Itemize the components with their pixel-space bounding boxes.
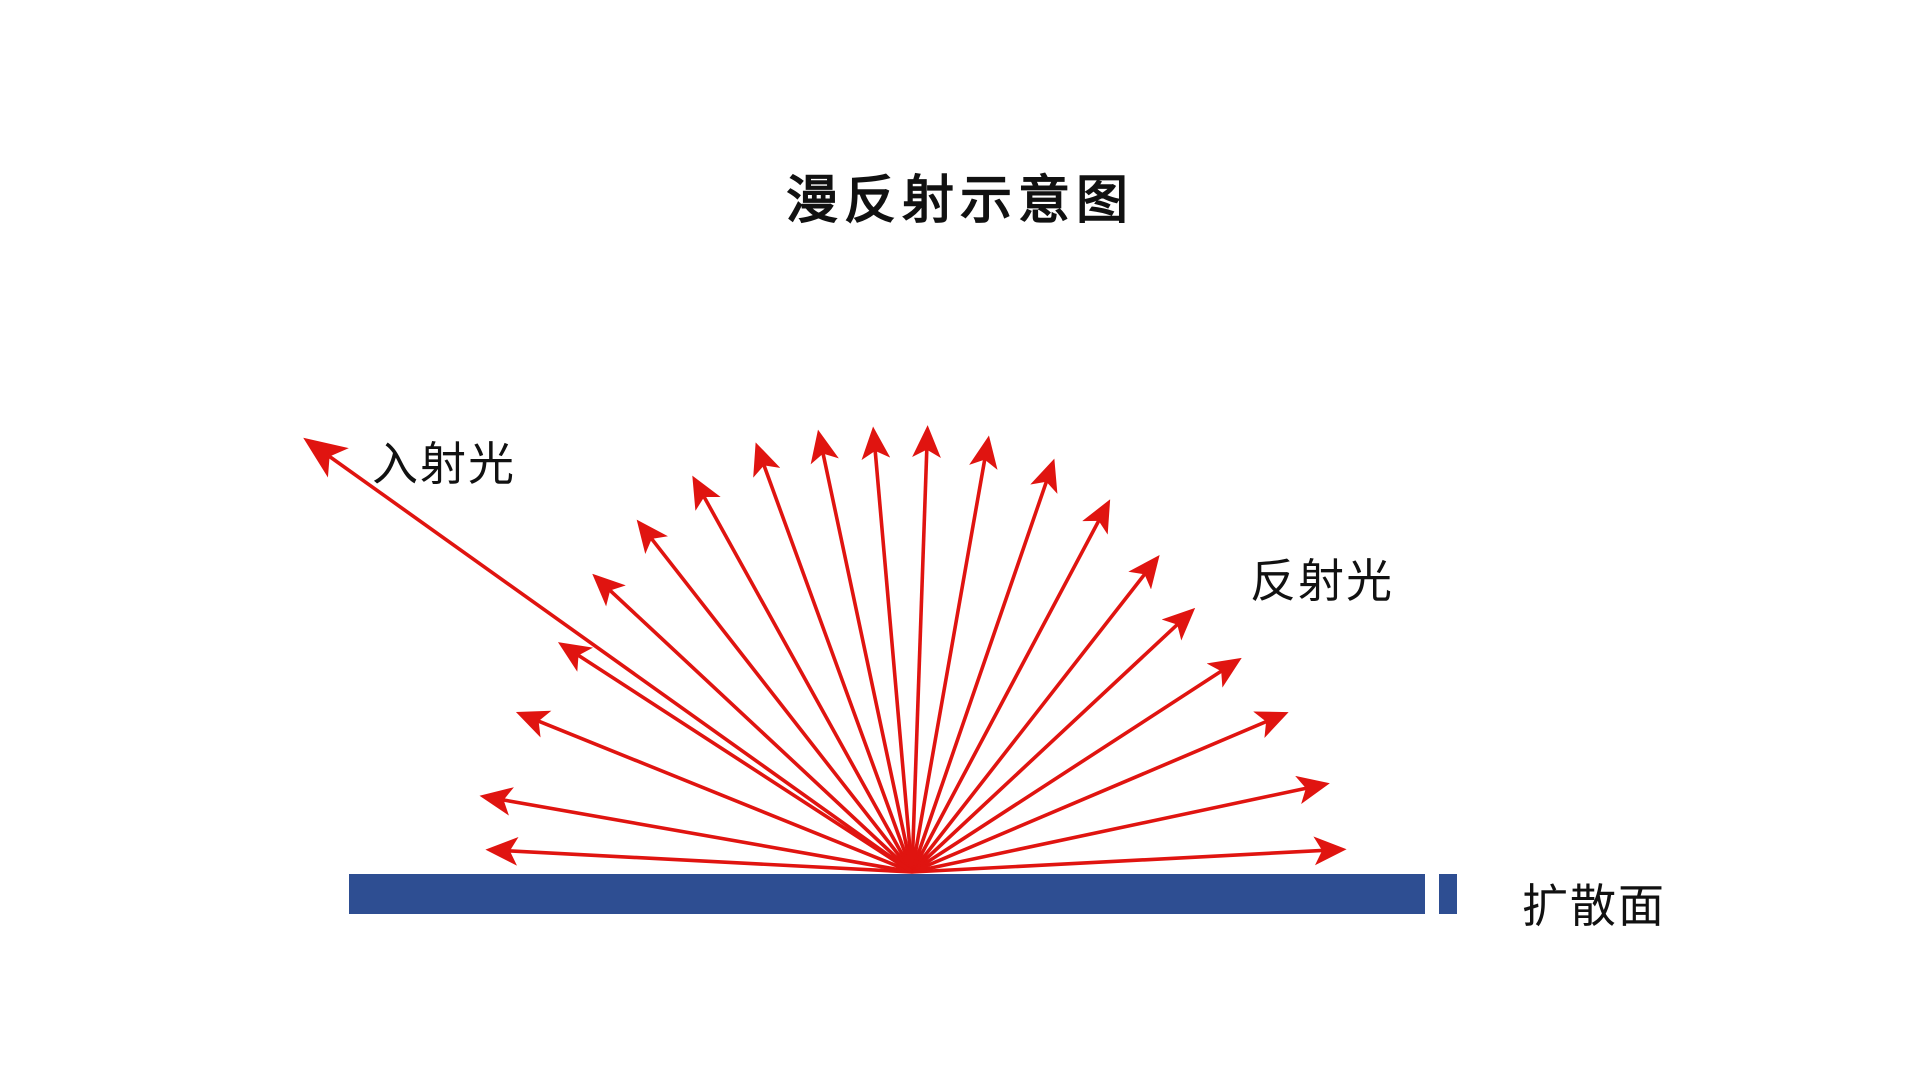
reflected-ray [810,429,914,873]
reflected-ray [911,836,1347,874]
reflected-light-label: 反射光 [1250,555,1394,607]
reflected-ray [515,710,913,874]
reflected-ray [910,435,998,873]
reflected-ray [753,442,914,873]
reflected-ray [910,555,1160,874]
reflected-ray [692,475,914,873]
reflected-ray [910,499,1111,873]
reflected-ray [910,607,1196,874]
reflected-rays [479,425,1347,874]
incident-ray-line [303,437,914,874]
reflected-ray [479,787,913,874]
reflected-ray [485,836,913,874]
diffuse-surface [349,874,1457,914]
surface-bar [349,874,1425,914]
incident-ray [303,437,914,874]
diffuse-surface-label: 扩散面 [1522,880,1666,932]
reflected-ray [557,642,913,874]
surface-bar-end-block [1439,874,1457,914]
diagram-title: 漫反射示意图 [785,172,1134,230]
reflected-ray [910,458,1058,873]
reflected-ray [911,775,1330,874]
reflected-ray [911,711,1289,874]
reflected-ray [592,573,914,874]
reflected-ray [911,657,1242,874]
reflected-ray [636,519,914,874]
incident-light-label: 入射光 [372,438,516,490]
reflected-ray [861,426,914,873]
reflected-ray [910,425,941,873]
